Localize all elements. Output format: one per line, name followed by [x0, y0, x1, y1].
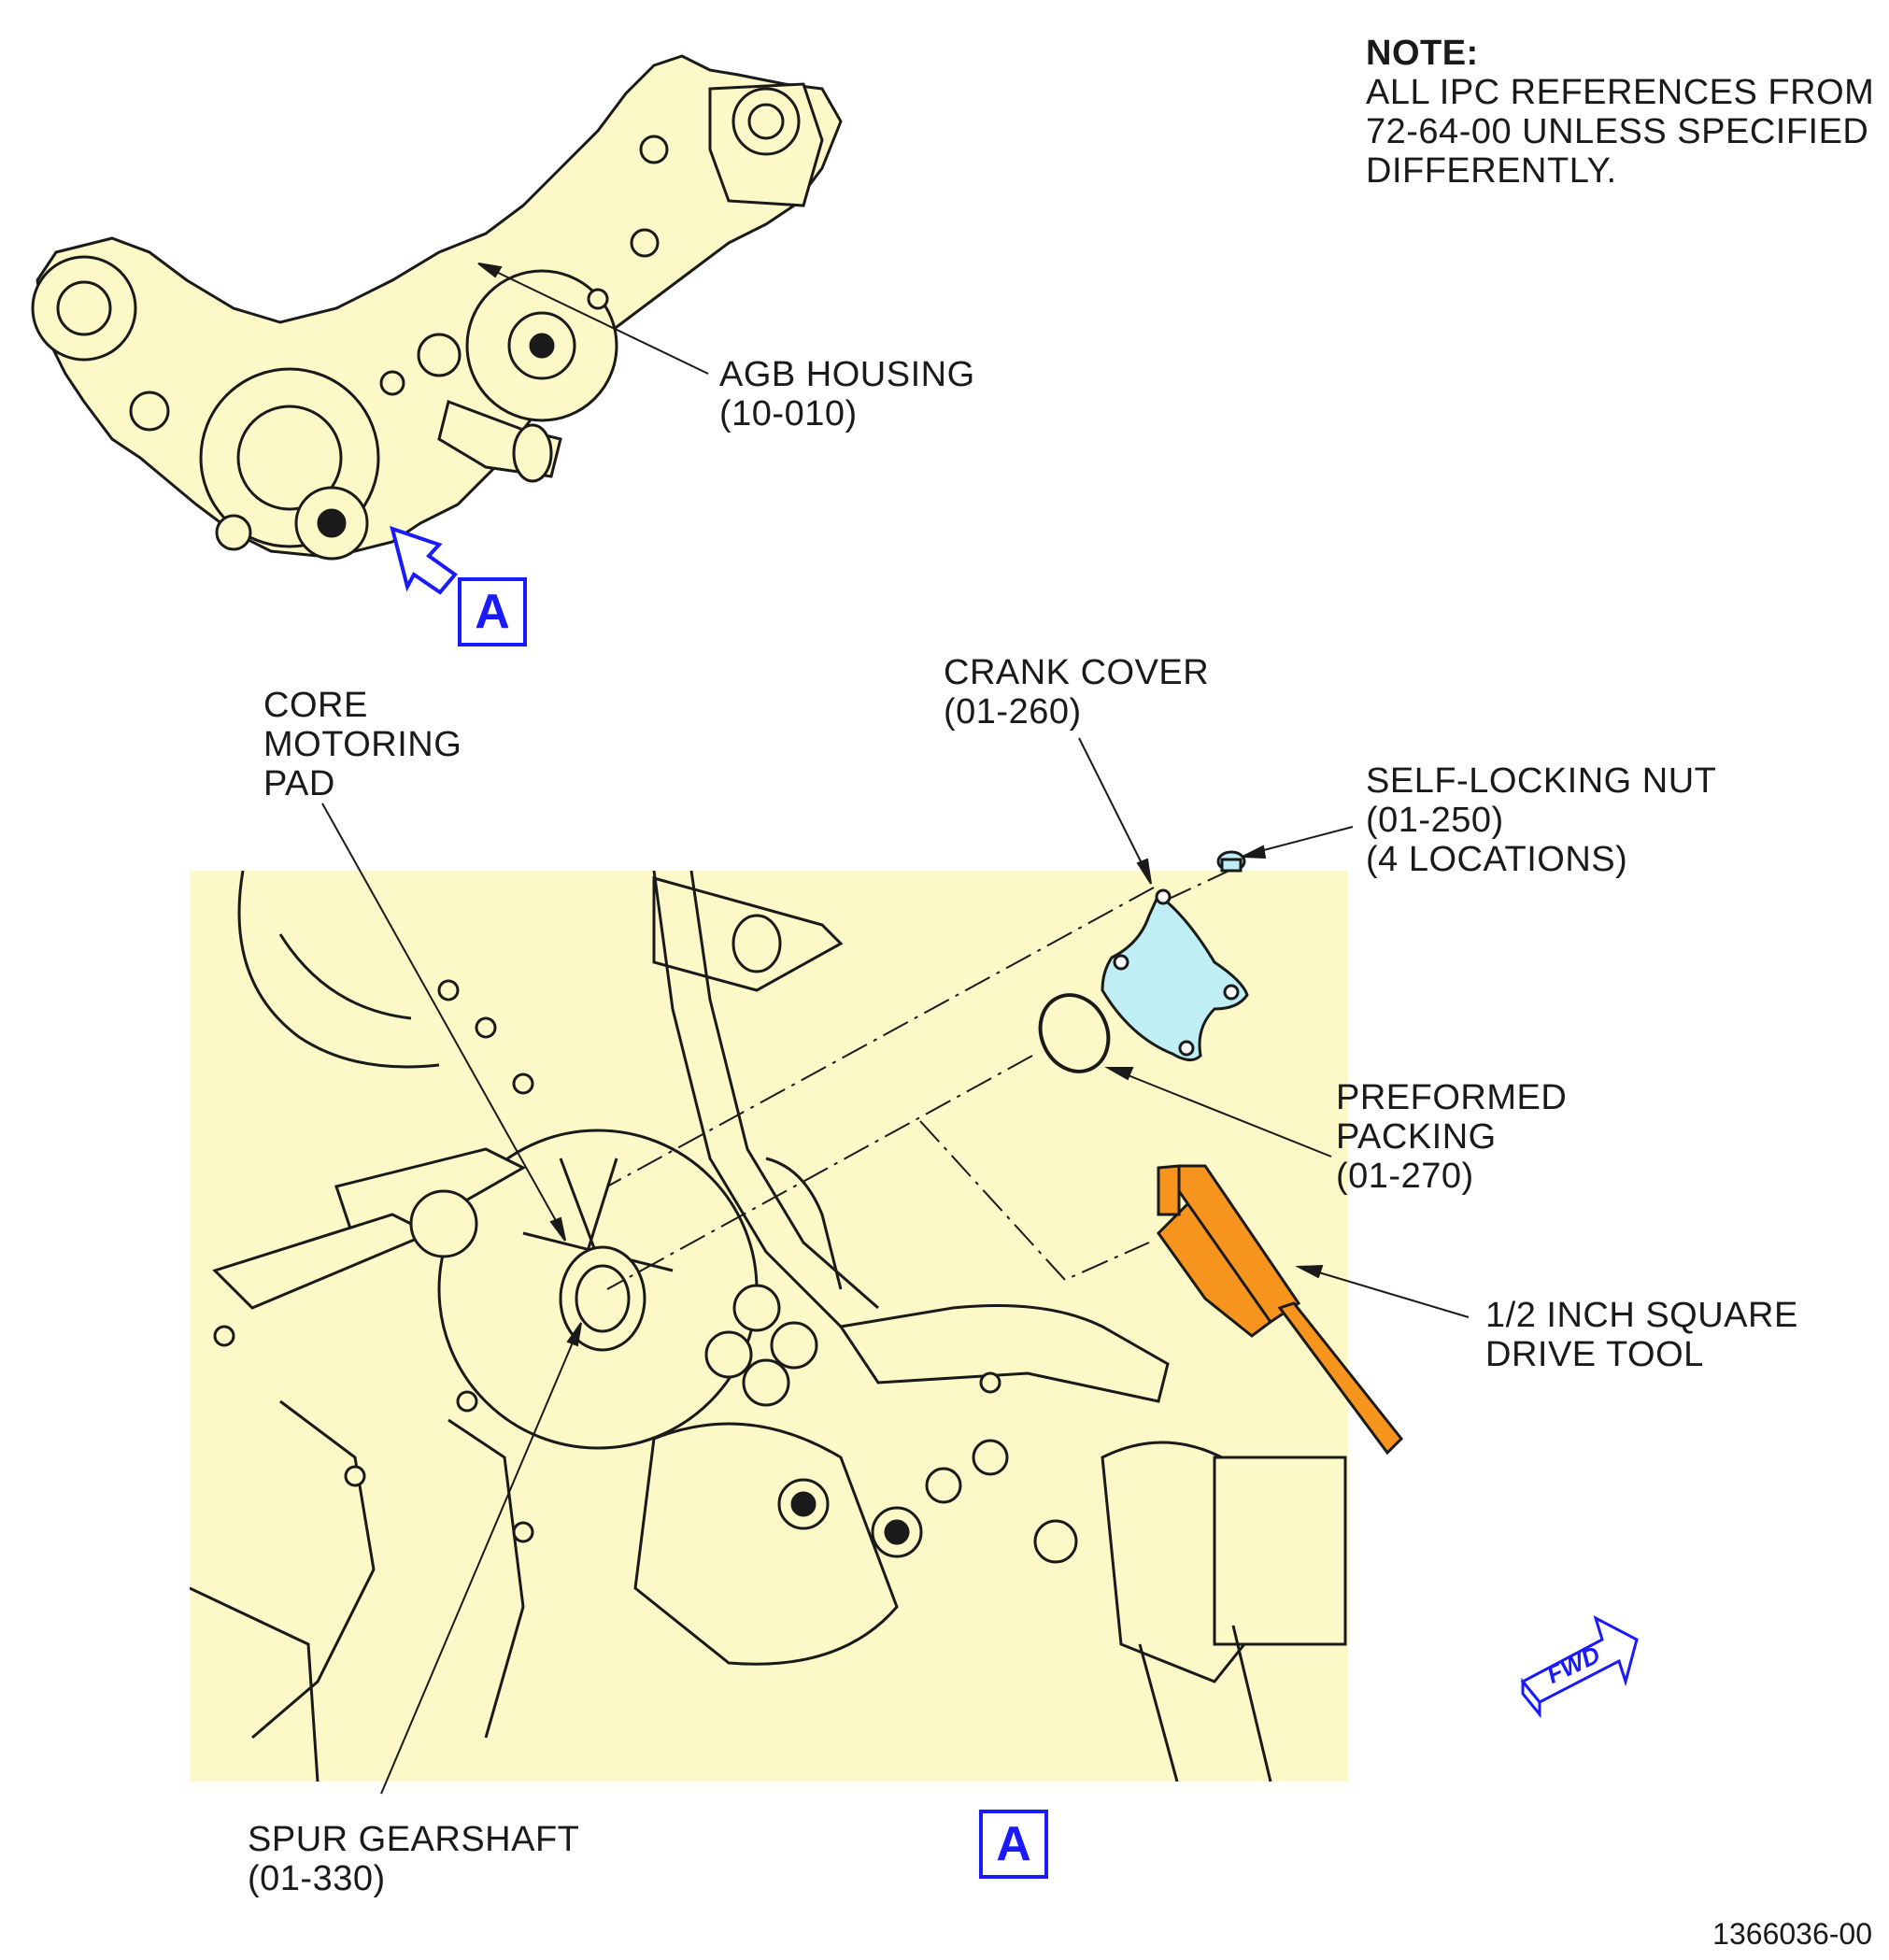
agb-housing-leader: [477, 263, 709, 375]
self-locking-nut: [1216, 850, 1246, 873]
callout-line: AGB HOUSING: [719, 355, 975, 394]
note-line: ALL IPC REFERENCES FROM: [1366, 73, 1875, 112]
callout-line: (4 LOCATIONS): [1366, 840, 1628, 879]
fwd-arrow-icon: FWD: [1520, 1615, 1639, 1719]
callout-line: PREFORMED: [1336, 1078, 1568, 1117]
view-a-box-detail: A: [979, 1810, 1048, 1879]
callout-line: PAD: [263, 764, 335, 803]
callout-line: (10-010): [719, 394, 858, 433]
note-line: 72-64-00 UNLESS SPECIFIED: [1366, 112, 1869, 151]
crank-cover-label: CRANK COVER (01-260): [944, 653, 1209, 731]
note-block: NOTE: ALL IPC REFERENCES FROM 72-64-00 U…: [1366, 34, 1874, 191]
note-title: NOTE:: [1366, 34, 1479, 73]
note-line: DIFFERENTLY.: [1366, 151, 1617, 191]
callout-line: PACKING: [1336, 1117, 1497, 1157]
callout-line: SELF-LOCKING NUT: [1366, 761, 1717, 801]
drive-tool-label: 1/2 INCH SQUARE DRIVE TOOL: [1485, 1296, 1798, 1374]
callout-line: 1/2 INCH SQUARE: [1485, 1296, 1798, 1335]
callout-line: (01-270): [1336, 1157, 1474, 1196]
callout-line: CRANK COVER: [944, 653, 1210, 692]
preformed-packing-label: PREFORMED PACKING (01-270): [1336, 1078, 1567, 1196]
alignment-lines: [606, 868, 1234, 1290]
callout-line: (01-260): [944, 692, 1082, 731]
agb-housing-label: AGB HOUSING (10-010): [719, 355, 975, 433]
view-a-box-overview: A: [458, 577, 527, 646]
square-drive-tool: [1157, 1164, 1404, 1456]
view-a-arrow: [390, 525, 458, 595]
crank-cover: [1101, 888, 1249, 1061]
leader-lines: [321, 737, 1470, 1795]
callout-line: SPUR GEARSHAFT: [248, 1820, 580, 1859]
callout-line: MOTORING: [263, 725, 462, 764]
callout-line: (01-250): [1366, 801, 1504, 840]
callout-line: (01-330): [248, 1859, 386, 1898]
core-motoring-pad-label: CORE MOTORING PAD: [263, 686, 462, 803]
preformed-packing: [1038, 993, 1111, 1073]
agb-housing-overview: [31, 54, 843, 561]
spur-gearshaft-label: SPUR GEARSHAFT (01-330): [248, 1820, 579, 1898]
callout-line: CORE: [263, 686, 368, 725]
self-locking-nut-label: SELF-LOCKING NUT (01-250) (4 LOCATIONS): [1366, 761, 1716, 879]
figure-number: 1366036-00: [1712, 1917, 1872, 1951]
callout-line: DRIVE TOOL: [1485, 1335, 1704, 1374]
